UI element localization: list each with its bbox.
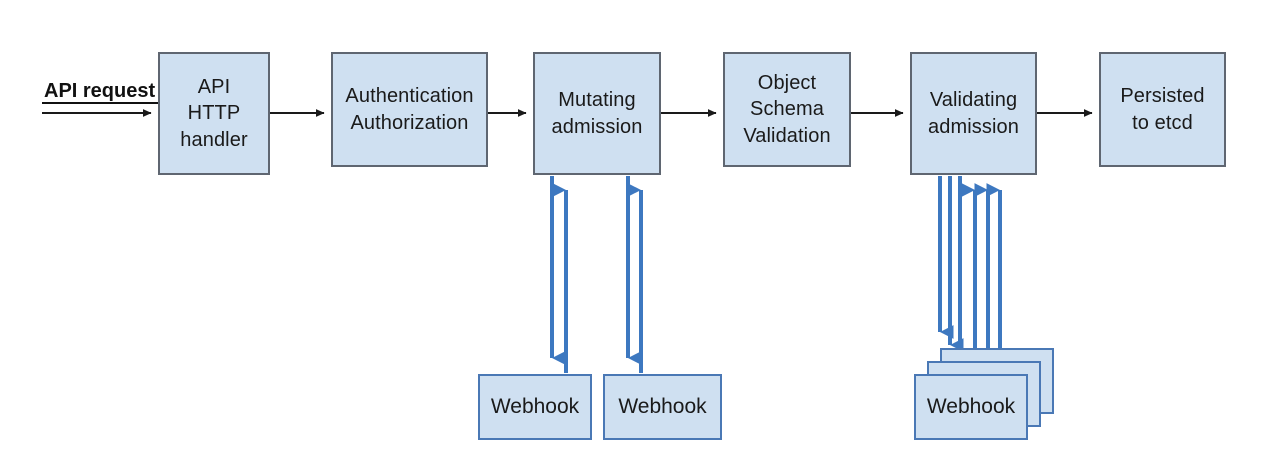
entry-arrow xyxy=(42,102,163,117)
webhook-box-mutating-1[interactable]: Webhook xyxy=(478,374,592,440)
node-persisted-to-etcd[interactable]: Persisted to etcd xyxy=(1099,52,1226,167)
node-mutating-admission[interactable]: Mutating admission xyxy=(533,52,661,175)
webhook-box-validating-1[interactable]: Webhook xyxy=(914,374,1028,440)
entry-label-api-request: API request xyxy=(44,80,156,102)
node-api-http-handler[interactable]: API HTTP handler xyxy=(158,52,270,175)
webhook-box-mutating-2[interactable]: Webhook xyxy=(603,374,722,440)
node-validating-admission[interactable]: Validating admission xyxy=(910,52,1037,175)
node-authentication-authorization[interactable]: Authentication Authorization xyxy=(331,52,488,167)
node-object-schema-validation[interactable]: Object Schema Validation xyxy=(723,52,851,167)
